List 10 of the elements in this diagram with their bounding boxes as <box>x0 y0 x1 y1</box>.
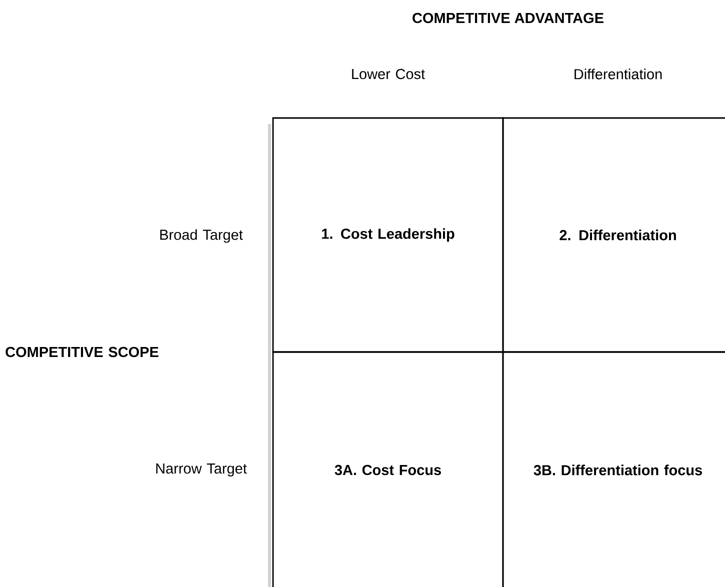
heading: COMPETITIVE ADVANTAGE <box>412 12 604 24</box>
quadrant-cell: 1. Cost Leadership <box>272 117 504 353</box>
axis-heading: COMPETITIVE SCOPE <box>6 346 158 358</box>
quadrant-cell: 3A. Cost Focus <box>272 351 504 587</box>
axis-label: Narrow Target <box>156 464 247 476</box>
quadrant-cell: 2. Differentiation <box>502 117 725 353</box>
quadrant-cell: 3B. Differentiation focus <box>502 351 725 587</box>
axis-label: Lower Cost <box>352 68 425 80</box>
axis-label: Broad Target <box>160 229 243 243</box>
axis-label: Differentiation <box>574 68 662 80</box>
